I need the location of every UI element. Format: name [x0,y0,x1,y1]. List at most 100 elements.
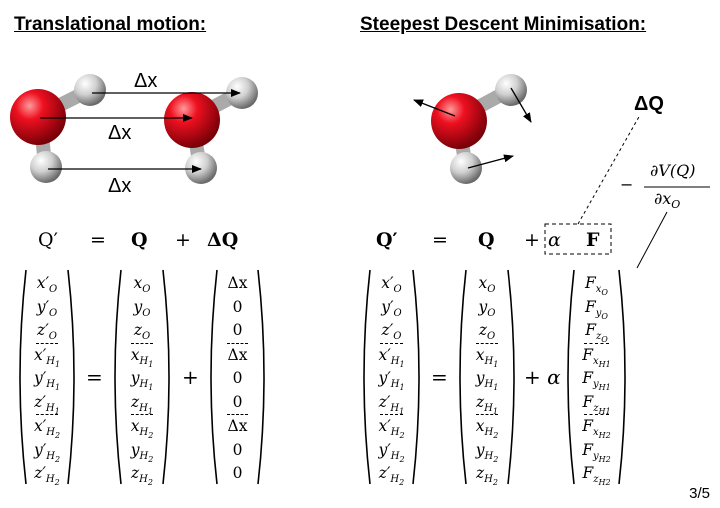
matrix-entry: xO [478,274,496,296]
matrix-entry: FxO [585,274,608,298]
matrix-entry: 0 [232,297,243,316]
force-arrow-h1 [510,87,532,123]
matrix-separator [36,342,58,344]
eq-right-lhs: Q′ [376,229,398,251]
matrix-entry: y′O [381,297,402,319]
matrix-separator [131,414,153,415]
eq-left-q: Q [131,229,148,251]
matrix-entry: yH2 [130,440,154,464]
gradient-minus: − [620,175,634,194]
matrix-entry: FxH1 [582,345,611,369]
matrix-entry: z′O [37,321,57,343]
matrix-entry: xH2 [475,417,499,441]
matrix-entry: zH1 [131,392,153,416]
water-molecule-right [431,74,527,184]
matrix-entry: Δx [227,417,248,435]
dx-label-top: Δx [134,70,158,92]
matrix-entry: xH2 [130,417,154,441]
gradient-numerator: ∂V(Q) [650,161,696,180]
dx-label-mid: Δx [108,122,132,144]
matrix-entry: zH2 [476,464,498,488]
hydrogen-atom [226,77,258,109]
matrix-plus-left: + [182,365,199,389]
hydrogen-atom [185,152,217,184]
matrix-entry: x′H2 [378,417,405,441]
matrix-entry: FzH1 [582,392,611,416]
dq-leader-line [577,114,641,225]
matrix-separator [584,414,609,415]
eq-right-f: F [586,229,600,251]
matrix-entry: yO [478,297,496,319]
matrix-entry: z′H2 [378,464,405,488]
matrix-entry: y′H1 [33,369,61,393]
matrix-entry: yH1 [475,369,499,393]
matrix-entry: Δx [227,345,248,364]
matrix-entry: y′H1 [378,369,405,393]
matrix-separator [227,342,248,344]
gradient-leader-line [636,211,668,269]
oxygen-atom [431,93,487,149]
matrix-entry: y′H2 [33,440,61,464]
matrix-entry: z′H1 [34,392,60,416]
matrix-entry: y′H2 [378,440,405,464]
matrix-entry: 0 [232,392,243,411]
oxygen-atom [164,92,220,148]
eq-left-plus: + [175,229,191,251]
oxygen-atom [10,89,66,145]
matrix-entry: zH2 [131,464,153,488]
eq-left-equals: = [90,229,106,251]
page-number: 3/5 [689,485,710,502]
dx-label-bot: Δx [108,175,132,197]
matrix-entry: 0 [232,369,243,387]
matrix-separator [131,342,153,344]
water-molecule-left-1 [10,74,106,183]
force-arrow-h2 [467,154,514,169]
matrix-entry: yH2 [475,440,499,464]
eq-right-equals: = [432,229,448,251]
matrix-equals-right: = [431,365,448,389]
matrix-entry: zH1 [476,392,498,416]
matrix-entry: xH1 [475,345,499,369]
matrix-separator [380,342,403,344]
eq-right-plus: + [524,229,540,251]
force-arrow-oxygen [413,99,456,117]
matrix-entry: x′H1 [378,345,405,369]
matrix-entry: Δx [227,274,248,292]
eq-right-alpha: α [548,229,561,251]
matrix-entry: zO [478,321,496,343]
matrix-entry: z′O [381,321,402,343]
matrix-plus-alpha: + α [524,365,561,389]
eq-left-dq: ΔQ [207,229,239,251]
matrix-entry: FxH2 [582,417,611,441]
matrix-entry: FyH1 [582,369,611,393]
eq-right-q: Q [478,229,495,251]
matrix-separator [380,414,403,415]
matrix-entry: FyH2 [582,440,611,464]
matrix-entry: 0 [232,321,243,339]
gradient-denominator: ∂xO [654,189,681,212]
matrix-entry: FzO [585,321,608,345]
matrix-entry: 0 [232,464,243,482]
matrix-entry: 0 [232,440,243,459]
matrix-entry: xO [133,274,151,296]
matrix-entry: FzH2 [582,464,611,488]
matrix-entry: x′H1 [33,345,61,369]
alpha-f-dashed-box [544,223,612,255]
hydrogen-atom [450,152,482,184]
matrix-entry: z′H2 [34,464,60,488]
title-translational: Translational motion: [14,14,207,35]
dq-label: ΔQ [634,93,664,115]
matrix-separator [227,414,248,415]
matrix-separator [476,342,498,344]
matrix-entry: z′H1 [378,392,405,416]
matrix-separator [584,342,609,344]
matrix-entry: x′O [36,274,58,296]
matrix-entry: zO [133,321,151,343]
